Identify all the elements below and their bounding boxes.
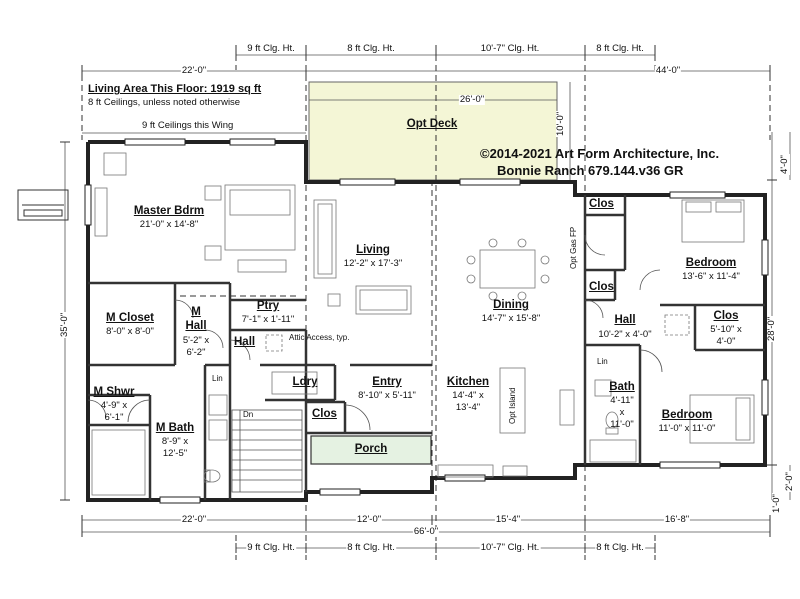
interior-walls — [88, 195, 765, 500]
ceiling-height-bottom-3: 10'-7" Clg. Ht. — [479, 542, 541, 553]
dim-right-bottom-b: 1'-0" — [771, 493, 782, 514]
bath-dim-3: 11'-0" — [610, 419, 634, 430]
m-bath-label: M Bath — [155, 422, 195, 434]
dim-overall: 66'-0" — [412, 526, 440, 537]
plan-name: Bonnie Ranch 679.144.v36 GR — [497, 163, 684, 178]
entry-label: Entry — [372, 376, 402, 388]
dim-deck-width: 26'-0" — [458, 94, 486, 105]
hall-right-dim: 10'-2" x 4'-0" — [598, 329, 652, 340]
porch-label: Porch — [354, 443, 388, 455]
dim-right-top: 4'-0" — [779, 154, 790, 175]
opt-deck-area — [308, 81, 558, 181]
ceiling-height-bottom-1: 9 ft Clg. Ht. — [246, 542, 296, 553]
bath-dim-1: 4'-11" — [610, 395, 634, 406]
dim-bottom-1: 22'-0" — [180, 514, 208, 525]
lin-right-label: Lin — [597, 357, 608, 366]
opt-gas-fp-label: Opt Gas FP — [569, 225, 578, 270]
ceiling-height-top-2: 8 ft Clg. Ht. — [346, 43, 396, 54]
bedroom-top-dim: 13'-6" x 11'-4" — [682, 271, 740, 282]
m-shwr-dim-2: 6'-1" — [104, 412, 124, 423]
clos-top-label: Clos — [589, 198, 614, 210]
dim-right-bottom-a: 2'-0" — [784, 471, 795, 492]
stairs — [231, 409, 303, 493]
dining-dim: 14'-7" x 15'-8" — [481, 313, 541, 324]
dining-label: Dining — [493, 299, 529, 311]
bedroom-bottom-label: Bedroom — [661, 409, 713, 421]
entry-dim: 8'-10" x 5'-11" — [358, 390, 416, 401]
master-bdrm-dim: 21'-0" x 14'-8" — [139, 219, 199, 230]
ceiling-height-top-1: 9 ft Clg. Ht. — [246, 43, 296, 54]
ptry-dim: 7'-1" x 1'-11" — [241, 314, 295, 325]
bath-label: Bath — [609, 381, 635, 393]
m-hall-dim-1: 5'-2" x — [182, 335, 210, 346]
ceiling-height-bottom-4: 8 ft Clg. Ht. — [595, 542, 645, 553]
bedroom-bottom-dim: 11'-0" x 11'-0" — [658, 423, 716, 434]
clos-right-dim-2: 4'-0" — [716, 336, 736, 347]
dim-top-left: 22'-0" — [180, 65, 208, 76]
living-label: Living — [356, 244, 390, 256]
copyright: ©2014-2021 Art Form Architecture, Inc. — [480, 146, 720, 161]
exterior-ac-unit — [17, 189, 69, 221]
dim-deck-depth: 10'-0" — [555, 110, 566, 137]
lin-left-label: Lin — [212, 374, 223, 383]
m-hall-dim-2: 6'-2" — [186, 347, 206, 358]
ldry-label: Ldry — [292, 376, 318, 388]
m-closet-dim: 8'-0" x 8'-0" — [106, 326, 154, 337]
opt-island-label: Opt Island — [508, 386, 517, 425]
living-area-title: Living Area This Floor: 1919 sq ft — [88, 83, 262, 95]
ceiling-height-top-4: 8 ft Clg. Ht. — [595, 43, 645, 54]
ceiling-height-top-3: 10'-7" Clg. Ht. — [479, 43, 541, 54]
m-hall-label-2: Hall — [185, 320, 207, 332]
hall-right-label: Hall — [614, 314, 636, 326]
kitchen-dim-2: 13'-4" — [455, 402, 481, 413]
exterior-walls — [86, 140, 767, 502]
porch-area — [310, 435, 432, 465]
ceiling-note: 8 ft Ceilings, unless noted otherwise — [88, 97, 241, 108]
m-bath-dim-1: 8'-9" x — [161, 436, 189, 447]
clos-right-label: Clos — [713, 310, 739, 322]
clos-right-dim-1: 5'-10" x — [710, 324, 742, 335]
m-shwr-label: M Shwr — [93, 386, 135, 398]
clos-entry-label: Clos — [312, 408, 337, 420]
dim-bottom-3: 15'-4" — [494, 514, 522, 525]
wing-ceiling-note: 9 ft Ceilings this Wing — [142, 120, 234, 131]
ptry-label: Ptry — [256, 300, 280, 312]
ceiling-division-lines — [81, 45, 771, 560]
windows — [84, 138, 769, 504]
dim-left-height: 35'-0" — [59, 311, 70, 338]
dim-bottom-4: 16'-8" — [663, 514, 691, 525]
dim-top-right: 44'-0" — [654, 65, 682, 76]
m-shwr-dim-1: 4'-9" x — [100, 400, 128, 411]
master-bdrm-label: Master Bdrm — [133, 205, 205, 217]
living-dim: 12'-2" x 17'-3" — [343, 258, 403, 269]
ceiling-height-bottom-2: 8 ft Clg. Ht. — [346, 542, 396, 553]
m-closet-label: M Closet — [106, 312, 154, 324]
m-hall-label-1: M — [191, 306, 201, 318]
hall-small-label: Hall — [234, 336, 256, 348]
m-bath-dim-2: 12'-5" — [162, 448, 188, 459]
kitchen-dim-1: 14'-4" x — [452, 390, 484, 401]
furniture — [91, 152, 755, 496]
kitchen-label: Kitchen — [446, 376, 490, 388]
dn-label: Dn — [243, 410, 254, 419]
door-swings — [87, 234, 663, 431]
clos-mid-label: Clos — [589, 281, 614, 293]
bedroom-top-label: Bedroom — [685, 257, 737, 269]
opt-deck-label: Opt Deck — [406, 118, 458, 130]
dim-right-height: 28'-0" — [766, 315, 777, 342]
dim-bottom-2: 12'-0" — [355, 514, 383, 525]
attic-access-note: Attic Access, typ. — [289, 333, 350, 342]
bath-dim-2: x — [619, 407, 625, 418]
